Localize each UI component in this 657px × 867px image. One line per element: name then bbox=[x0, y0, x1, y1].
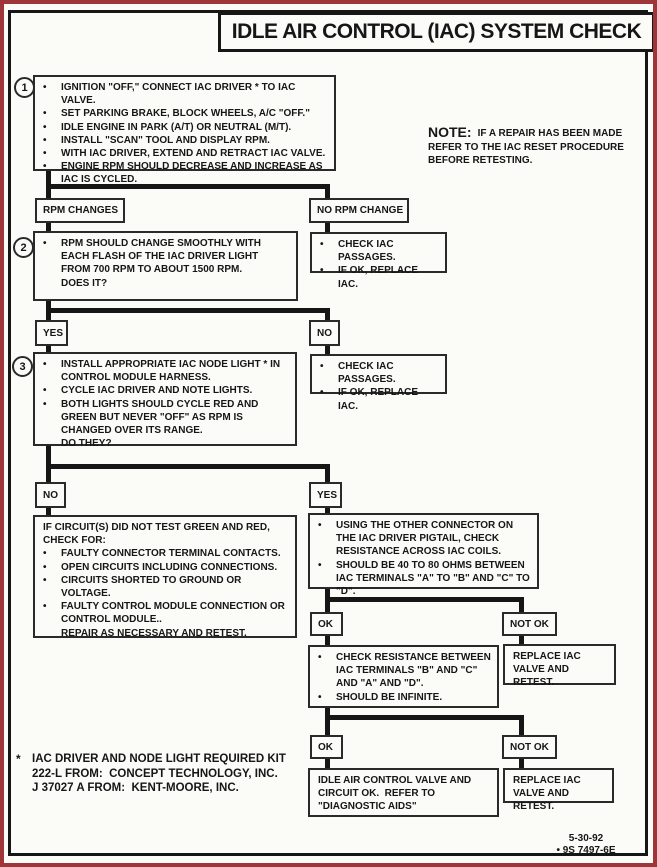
bullet-icon: • bbox=[318, 520, 322, 531]
connector-norpm-to-check1 bbox=[325, 221, 330, 233]
label-no-1: NO bbox=[309, 320, 340, 346]
note-line: BEFORE RETESTING. bbox=[428, 155, 533, 166]
check-passages-box-2: •CHECK IAC PASSAGES. •IF OK, REPLACE IAC… bbox=[310, 354, 447, 412]
label-no-2: NO bbox=[35, 482, 66, 508]
label-rpm-changes: RPM CHANGES bbox=[35, 198, 125, 223]
step1-bullet: INSTALL "SCAN" TOOL AND DISPLAY RPM. bbox=[61, 134, 270, 146]
connector-to-no1 bbox=[325, 308, 330, 321]
connector-to-yes2 bbox=[325, 464, 330, 483]
step1-bullet: SET PARKING BRAKE, BLOCK WHEELS, A/C "OF… bbox=[61, 108, 310, 120]
label-not-ok-1: NOT OK bbox=[502, 612, 557, 636]
bullet-icon: • bbox=[43, 548, 47, 560]
step3-question: DO THEY? bbox=[61, 438, 112, 450]
note-line: REFER TO THE IAC RESET PROCEDURE bbox=[428, 141, 624, 153]
bullet-icon: • bbox=[43, 574, 47, 586]
circuit-fail-tail: REPAIR AS NECESSARY AND RETEST. bbox=[61, 627, 247, 639]
connector-ok2-down bbox=[325, 756, 330, 769]
circuit-fail-box: IF CIRCUIT(S) DID NOT TEST GREEN AND RED… bbox=[33, 515, 297, 639]
connector-yes1-to-step3 bbox=[46, 343, 51, 353]
connector-split-3 bbox=[46, 464, 330, 469]
step3-bullet: BOTH LIGHTS SHOULD CYCLE RED AND GREEN B… bbox=[61, 398, 262, 437]
bullet-icon: • bbox=[43, 82, 47, 93]
footnote-line: J 37027 A FROM: KENT-MOORE, INC. bbox=[32, 782, 239, 794]
bullet-icon: • bbox=[320, 387, 324, 399]
note-label: NOTE: bbox=[428, 124, 472, 140]
connector-infinite-down bbox=[325, 706, 330, 736]
note-block: NOTE: IF A REPAIR HAS BEEN MADE REFER TO … bbox=[428, 124, 653, 168]
step3-box: • INSTALL APPROPRIATE IAC NODE LIGHT * IN… bbox=[33, 352, 297, 449]
label-yes-2: YES bbox=[309, 482, 342, 508]
note-line: IF A REPAIR HAS BEEN MADE bbox=[477, 128, 623, 139]
step3-bullet: CYCLE IAC DRIVER AND NOTE LIGHTS. bbox=[61, 385, 253, 397]
replace-iac-box-1: REPLACE IAC VALVE AND RETEST. bbox=[503, 644, 616, 688]
bullet-icon: • bbox=[43, 108, 47, 120]
circuit-fail-intro: IF CIRCUIT(S) DID NOT TEST GREEN AND RED… bbox=[43, 522, 273, 547]
bullet-icon: • bbox=[318, 652, 322, 663]
connector-ok1-down bbox=[325, 633, 330, 646]
connector-split-5 bbox=[325, 715, 524, 720]
step1-bullet: IGNITION "OFF," CONNECT IAC DRIVER * TO … bbox=[61, 82, 299, 107]
label-not-ok-2: NOT OK bbox=[502, 735, 557, 759]
outer-frame bbox=[8, 10, 648, 856]
bullet-icon: • bbox=[318, 691, 322, 703]
footnote: * IAC DRIVER AND NODE LIGHT REQUIRED KIT… bbox=[16, 752, 316, 796]
step1-number: 1 bbox=[14, 77, 35, 98]
doc-info: 5-30-92 • 9S 7497-6E bbox=[528, 833, 644, 856]
replace-iac-box-2: REPLACE IAC VALVE AND RETEST. bbox=[503, 768, 614, 812]
bullet-icon: • bbox=[318, 559, 322, 571]
resistance-check-box: •USING THE OTHER CONNECTOR ON THE IAC DR… bbox=[308, 513, 539, 597]
label-yes-1: YES bbox=[35, 320, 68, 346]
footnote-line: 222-L FROM: CONCEPT TECHNOLOGY, INC. bbox=[32, 767, 278, 780]
connector-split-2 bbox=[46, 308, 330, 313]
connector-rpm-to-step2 bbox=[46, 221, 51, 232]
connector-yes2-to-resistance bbox=[325, 505, 330, 514]
bullet-icon: • bbox=[43, 134, 47, 146]
doc-date: 5-30-92 bbox=[568, 833, 604, 844]
step2-bullet: RPM SHOULD CHANGE SMOOTHLY WITH EACH FLA… bbox=[61, 238, 264, 276]
bullet-icon: • bbox=[43, 398, 47, 410]
bullet-icon: • bbox=[43, 601, 47, 613]
step1-box: • IGNITION "OFF," CONNECT IAC DRIVER * TO… bbox=[33, 75, 336, 185]
step3-number: 3 bbox=[12, 356, 33, 377]
step2-box: • RPM SHOULD CHANGE SMOOTHLY WITH EACH FL… bbox=[33, 231, 298, 301]
check-passages-box-1: •CHECK IAC PASSAGES. •IF OK, REPLACE IAC… bbox=[310, 232, 447, 290]
step1-bullet: WITH IAC DRIVER, EXTEND AND RETRACT IAC … bbox=[61, 148, 326, 160]
connector-notok1-down bbox=[519, 633, 524, 645]
connector-to-notok2 bbox=[519, 715, 524, 736]
bullet-icon: • bbox=[320, 265, 324, 277]
label-ok-2: OK bbox=[310, 735, 343, 759]
bullet-icon: • bbox=[43, 561, 47, 573]
connector-no1-to-check2 bbox=[325, 343, 330, 354]
doc-number: • 9S 7497-6E bbox=[556, 844, 616, 856]
bullet-icon: • bbox=[43, 121, 47, 133]
footnote-line: IAC DRIVER AND NODE LIGHT REQUIRED KIT bbox=[32, 753, 286, 765]
step1-bullet: IDLE ENGINE IN PARK (A/T) OR NEUTRAL (M/… bbox=[61, 121, 292, 133]
connector-notok2-down bbox=[519, 756, 524, 769]
step2-number: 2 bbox=[13, 237, 34, 258]
asterisk-icon: * bbox=[16, 752, 21, 766]
label-no-rpm-change: NO RPM CHANGE bbox=[309, 198, 409, 223]
bullet-icon: • bbox=[43, 161, 47, 173]
connector-no2-to-circuitfail bbox=[46, 505, 51, 516]
bullet-icon: • bbox=[43, 385, 47, 397]
circuit-ok-box: IDLE AIR CONTROL VALVE AND CIRCUIT OK. R… bbox=[308, 768, 499, 817]
connector-split-1 bbox=[46, 184, 330, 189]
step3-bullet: INSTALL APPROPRIATE IAC NODE LIGHT * IN … bbox=[61, 359, 283, 384]
resistance-infinite-box: •CHECK RESISTANCE BETWEEN IAC TERMINALS … bbox=[308, 645, 499, 708]
connector-to-notok1 bbox=[519, 597, 524, 613]
step2-question: DOES IT? bbox=[61, 277, 108, 289]
bullet-icon: • bbox=[320, 361, 324, 372]
step1-bullet: ENGINE RPM SHOULD DECREASE AND INCREASE … bbox=[61, 161, 326, 186]
connector-to-no-rpm bbox=[325, 184, 330, 198]
connector-split-4 bbox=[325, 597, 524, 602]
label-ok-1: OK bbox=[310, 612, 343, 636]
bullet-icon: • bbox=[43, 238, 47, 249]
bullet-icon: • bbox=[43, 359, 47, 370]
bullet-icon: • bbox=[43, 148, 47, 160]
page-title: IDLE AIR CONTROL (IAC) SYSTEM CHECK bbox=[218, 12, 653, 52]
bullet-icon: • bbox=[320, 239, 324, 250]
page-title-text: IDLE AIR CONTROL (IAC) SYSTEM CHECK bbox=[231, 20, 642, 43]
